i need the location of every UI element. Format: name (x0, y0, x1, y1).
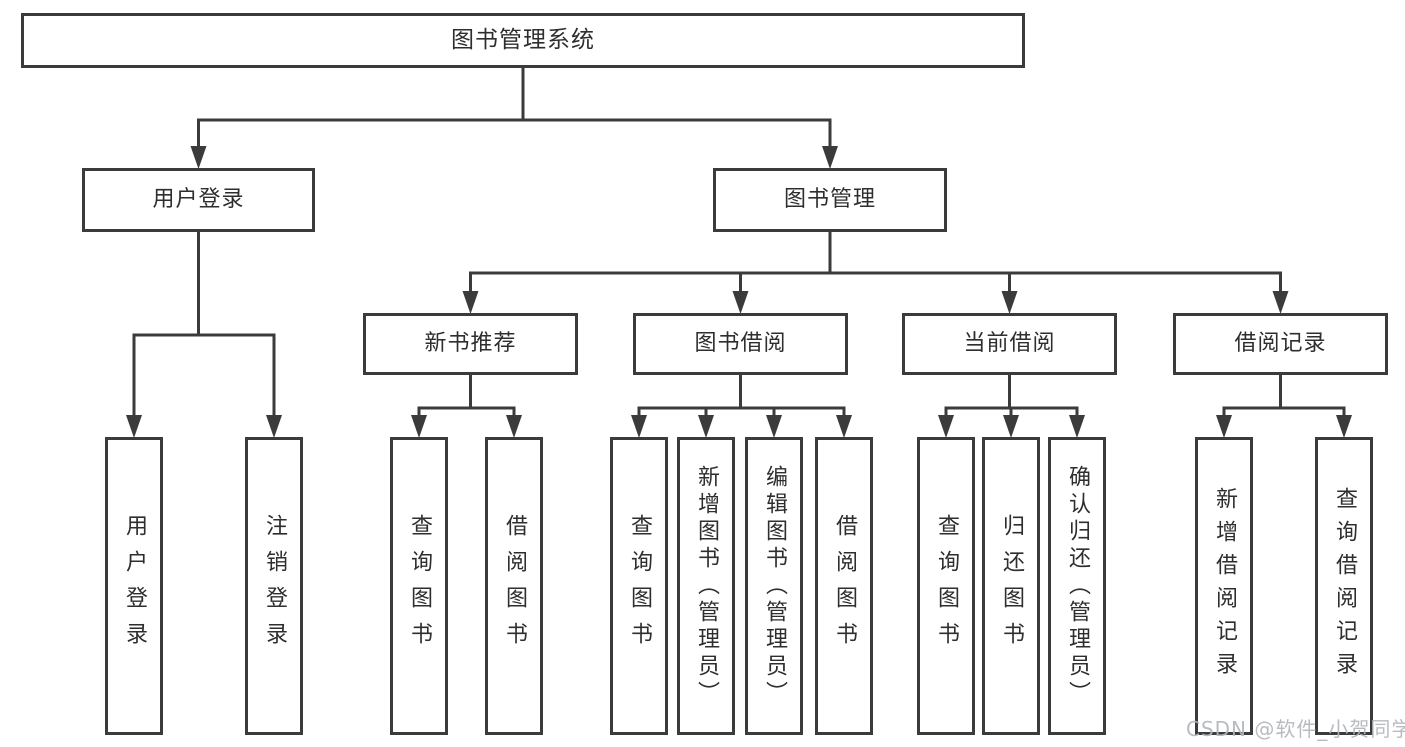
node-bor-query: 查询图书 (610, 437, 668, 735)
node-cur-confirm: 确认归还（管理员） (1048, 437, 1106, 735)
node-rec-query: 查询图书 (390, 437, 448, 735)
watermark-text: CSDN @软件_小贺同学 (1186, 717, 1405, 741)
node-log-add: 新增借阅记录 (1195, 437, 1253, 735)
node-borrow: 图书借阅 (633, 313, 848, 375)
node-current: 当前借阅 (902, 313, 1117, 375)
node-root: 图书管理系统 (21, 13, 1025, 68)
node-records: 借阅记录 (1173, 313, 1388, 375)
node-bor-edit: 编辑图书（管理员） (745, 437, 803, 735)
node-rec-borrow: 借阅图书 (485, 437, 543, 735)
node-user-login: 用户登录 (82, 168, 315, 232)
node-book-mgmt: 图书管理 (713, 168, 947, 232)
node-new-rec: 新书推荐 (363, 313, 578, 375)
node-login-op: 用户登录 (105, 437, 163, 735)
node-cur-query: 查询图书 (917, 437, 975, 735)
node-bor-lend: 借阅图书 (815, 437, 873, 735)
node-log-query: 查询借阅记录 (1315, 437, 1373, 735)
node-cur-return: 归还图书 (982, 437, 1040, 735)
node-bor-add: 新增图书（管理员） (677, 437, 735, 735)
node-logout-op: 注销登录 (245, 437, 303, 735)
